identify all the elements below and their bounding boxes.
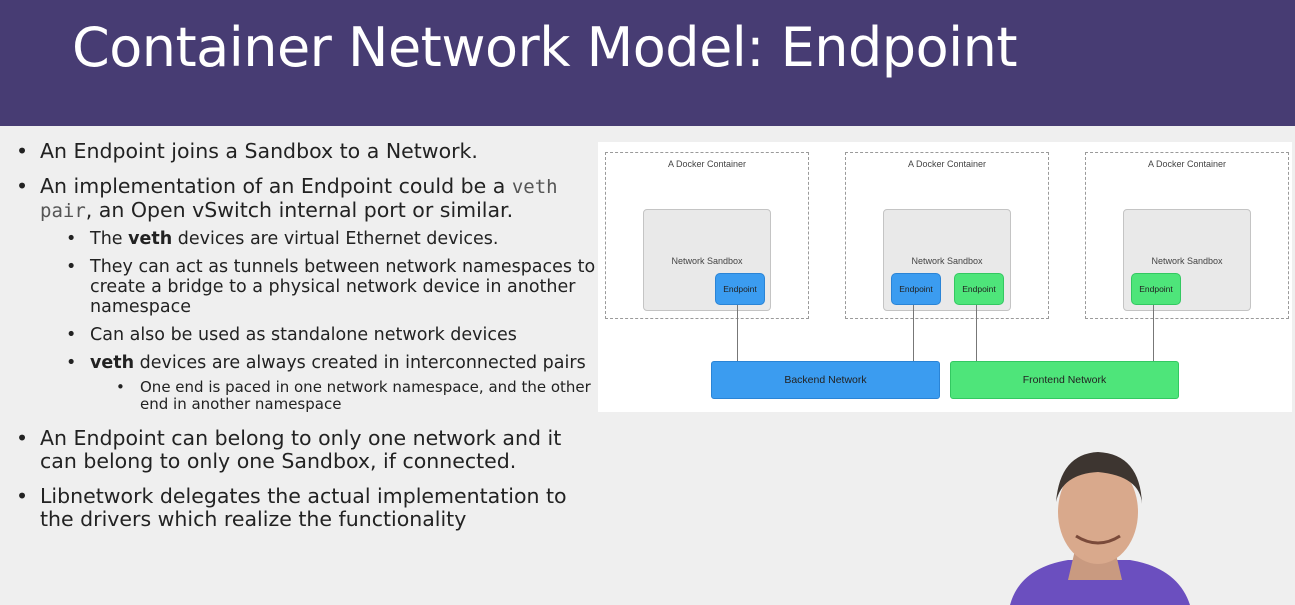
bullet-text: An Endpoint can belong to only one netwo…: [40, 426, 562, 473]
frontend-network: Frontend Network: [950, 361, 1179, 399]
network-sandbox-2: Network Sandbox Endpoint Endpoint: [883, 209, 1011, 311]
connector-line: [1153, 305, 1154, 361]
spacer: [14, 413, 604, 423]
slide-header: Container Network Model: Endpoint: [0, 0, 1295, 126]
connector-line: [976, 305, 977, 361]
connector-line: [913, 305, 914, 361]
bullet-belongs-one-network: An Endpoint can belong to only one netwo…: [14, 427, 604, 473]
endpoint-green-3: Endpoint: [1131, 273, 1181, 305]
bullet-text: Libnetwork delegates the actual implemen…: [40, 484, 567, 531]
sandbox-label: Network Sandbox: [911, 256, 983, 266]
presenter-mouth: [1075, 534, 1121, 545]
subbullet-standalone: Can also be used as standalone network d…: [66, 325, 604, 345]
subbullet-tunnels: They can act as tunnels between network …: [66, 257, 604, 317]
network-sandbox-3: Network Sandbox Endpoint: [1123, 209, 1251, 311]
backend-network: Backend Network: [711, 361, 940, 399]
network-sandbox-1: Network Sandbox Endpoint: [643, 209, 771, 311]
bullet-text: devices are virtual Ethernet devices.: [172, 229, 499, 249]
presenter-video: [1010, 452, 1190, 605]
endpoint-label: Endpoint: [723, 284, 757, 294]
code-veth-pair: veth pair: [40, 176, 558, 222]
slide-title: Container Network Model: Endpoint: [72, 16, 1018, 79]
endpoint-label: Endpoint: [899, 284, 933, 294]
endpoint-blue-2: Endpoint: [891, 273, 941, 305]
subbullet-interconnected: veth devices are always created in inter…: [66, 353, 604, 373]
endpoint-label: Endpoint: [962, 284, 996, 294]
sandbox-label: Network Sandbox: [1151, 256, 1223, 266]
frontend-network-label: Frontend Network: [1022, 374, 1107, 386]
bullet-text: The: [90, 229, 129, 249]
backend-network-label: Backend Network: [784, 374, 867, 386]
bullet-text: Can also be used as standalone network d…: [90, 325, 517, 345]
container-label: A Docker Container: [907, 159, 987, 169]
bullet-text: They can act as tunnels between network …: [90, 257, 596, 317]
bullet-libnetwork: Libnetwork delegates the actual implemen…: [14, 485, 604, 531]
bullet-text: An implementation of an Endpoint could b…: [40, 174, 512, 198]
docker-container-1: A Docker Container Network Sandbox Endpo…: [605, 152, 809, 319]
docker-container-3: A Docker Container Network Sandbox Endpo…: [1085, 152, 1289, 319]
endpoint-blue-1: Endpoint: [715, 273, 765, 305]
docker-container-2: A Docker Container Network Sandbox Endpo…: [845, 152, 1049, 319]
bullet-list: An Endpoint joins a Sandbox to a Network…: [14, 140, 604, 543]
presenter-hair: [1056, 452, 1142, 504]
subbullet-veth-devices: The veth devices are virtual Ethernet de…: [66, 229, 604, 249]
bullet-text: One end is paced in one network namespac…: [140, 378, 591, 413]
cnm-diagram: A Docker Container Network Sandbox Endpo…: [598, 142, 1292, 412]
bullet-implementation: An implementation of an Endpoint could b…: [14, 175, 604, 223]
container-label: A Docker Container: [1147, 159, 1227, 169]
container-label: A Docker Container: [667, 159, 747, 169]
endpoint-label: Endpoint: [1139, 284, 1173, 294]
bullet-text: devices are always created in interconne…: [134, 353, 586, 373]
bullet-text: An Endpoint joins a Sandbox to a Network…: [40, 139, 478, 163]
bold-veth: veth: [128, 229, 173, 249]
bullet-text: , an Open vSwitch internal port or simil…: [85, 198, 514, 222]
presenter-shirt: [1010, 560, 1190, 605]
sandbox-label: Network Sandbox: [671, 256, 743, 266]
subsubbullet-one-end: One end is paced in one network namespac…: [116, 379, 604, 413]
connector-line: [737, 305, 738, 361]
endpoint-green-2: Endpoint: [954, 273, 1004, 305]
bold-veth: veth: [90, 353, 135, 373]
bullet-endpoint-joins: An Endpoint joins a Sandbox to a Network…: [14, 139, 604, 164]
